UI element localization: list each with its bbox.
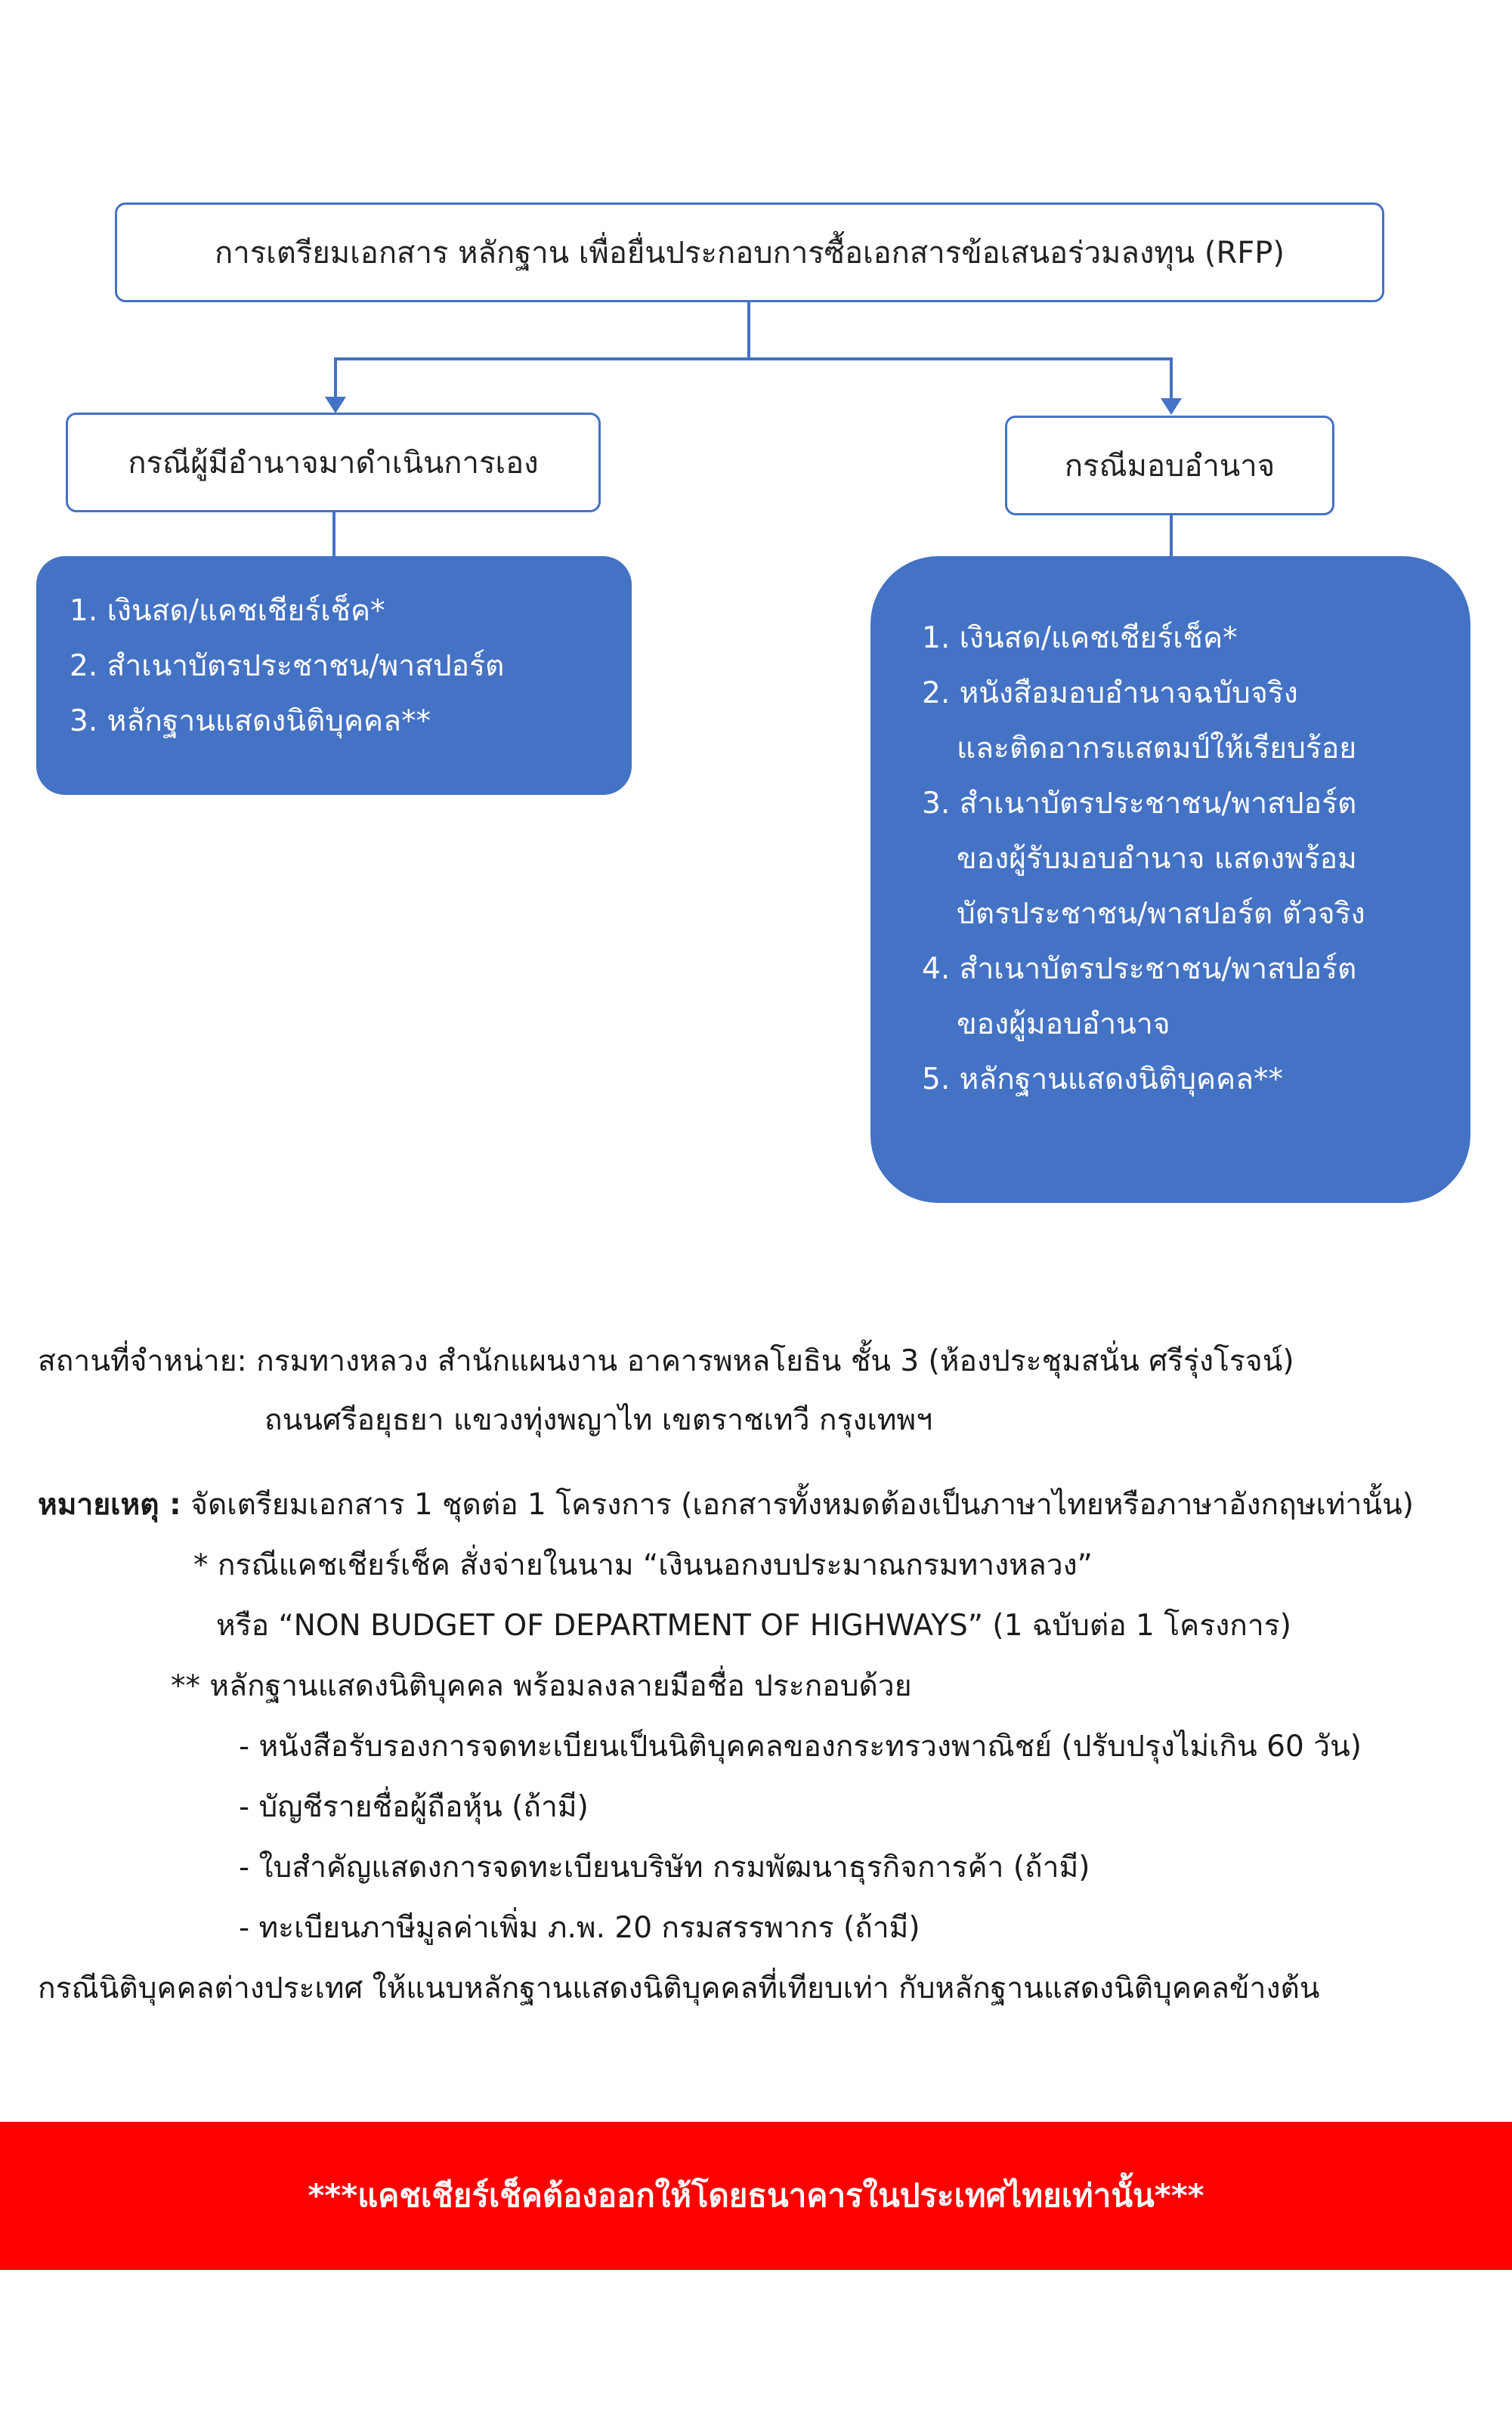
foreign-juristic-note: กรณีนิติบุคคลต่างประเทศ ให้แนบหลักฐานแสด… xyxy=(38,1971,1320,2005)
title-box: การเตรียมเอกสาร หลักฐาน เพื่อยื่นประกอบก… xyxy=(115,203,1384,302)
left-branch-connector xyxy=(332,512,335,556)
list-item: 2. สำเนาบัตรประชาชน/พาสปอร์ต xyxy=(70,649,505,683)
left-branch-box: กรณีผู้มีอำนาจมาดำเนินการเอง xyxy=(66,413,601,512)
right-requirements-list: 1. เงินสด/แคชเชียร์เช็ค* 2. หนังสือมอบอำ… xyxy=(922,611,1470,1107)
juristic-item: - ใบสำคัญแสดงการจดทะเบียนบริษัท กรมพัฒนา… xyxy=(239,1851,1090,1885)
list-item: 4. สำเนาบัตรประชาชน/พาสปอร์ต ของผู้มอบอำ… xyxy=(922,942,1470,1052)
juristic-item: - ทะเบียนภาษีมูลค่าเพิ่ม ภ.พ. 20 กรมสรรพ… xyxy=(239,1911,920,1945)
connector-stem xyxy=(747,302,750,360)
title-text: การเตรียมเอกสาร หลักฐาน เพื่อยื่นประกอบก… xyxy=(215,236,1285,271)
list-item: 5. หลักฐานแสดงนิติบุคคล** xyxy=(922,1052,1470,1107)
list-item-text: 4. สำเนาบัตรประชาชน/พาสปอร์ต xyxy=(922,952,1357,986)
list-item-text: 2. หนังสือมอบอำนาจฉบับจริง xyxy=(922,676,1298,710)
location-line-2: ถนนศรีอยุธยา แขวงทุ่งพญาไท เขตราชเทวี กร… xyxy=(264,1403,933,1437)
connector-left-drop xyxy=(334,357,337,401)
list-item: 1. เงินสด/แคชเชียร์เช็ค* xyxy=(922,611,1470,666)
list-item-continuation: ของผู้มอบอำนาจ xyxy=(957,1007,1170,1041)
cashier-note-2: หรือ “NON BUDGET OF DEPARTMENT OF HIGHWA… xyxy=(216,1609,1291,1643)
left-branch-label: กรณีผู้มีอำนาจมาดำเนินการเอง xyxy=(128,446,539,481)
juristic-item: - บัญชีรายชื่อผู้ถือหุ้น (ถ้ามี) xyxy=(239,1790,589,1824)
location-line-1: สถานที่จำหน่าย: กรมทางหลวง สำนักแผนงาน อ… xyxy=(38,1344,1294,1378)
notes-label: หมายเหตุ : xyxy=(38,1488,181,1522)
list-item-continuation: บัตรประชาชน/พาสปอร์ต ตัวจริง xyxy=(957,897,1365,931)
warning-banner: ***แคชเชียร์เช็คต้องออกให้โดยธนาคารในประ… xyxy=(0,2122,1512,2270)
right-branch-label: กรณีมอบอำนาจ xyxy=(1064,449,1275,484)
list-item: 1. เงินสด/แคชเชียร์เช็ค* xyxy=(70,594,385,628)
list-item-text: 3. สำเนาบัตรประชาชน/พาสปอร์ต xyxy=(922,787,1357,821)
right-arrow-icon xyxy=(1161,398,1182,415)
left-arrow-icon xyxy=(325,397,346,413)
right-branch-connector xyxy=(1170,515,1173,556)
list-item: 3. สำเนาบัตรประชาชน/พาสปอร์ต ของผู้รับมอ… xyxy=(922,776,1470,942)
list-item-text: 1. เงินสด/แคชเชียร์เช็ค* xyxy=(922,621,1238,655)
warning-banner-text: ***แคชเชียร์เช็คต้องออกให้โดยธนาคารในประ… xyxy=(308,2177,1204,2214)
notes-main: หมายเหตุ : จัดเตรียมเอกสาร 1 ชุดต่อ 1 โค… xyxy=(38,1481,1414,1528)
notes-main-text: จัดเตรียมเอกสาร 1 ชุดต่อ 1 โครงการ (เอกส… xyxy=(181,1488,1414,1522)
juristic-item: - หนังสือรับรองการจดทะเบียนเป็นนิติบุคคล… xyxy=(239,1730,1362,1764)
list-item-text: 5. หลักฐานแสดงนิติบุคคล** xyxy=(922,1062,1284,1096)
juristic-heading: ** หลักฐานแสดงนิติบุคคล พร้อมลงลายมือชื่… xyxy=(171,1669,912,1703)
cashier-note-1: * กรณีแคชเชียร์เช็ค สั่งจ่ายในนาม “เงินน… xyxy=(193,1548,1093,1582)
left-requirements-list: 1. เงินสด/แคชเชียร์เช็ค* 2. สำเนาบัตรประ… xyxy=(70,583,632,749)
list-item: 2. หนังสือมอบอำนาจฉบับจริง และติดอากรแสต… xyxy=(922,666,1470,776)
right-branch-box: กรณีมอบอำนาจ xyxy=(1005,416,1334,515)
list-item-continuation: ของผู้รับมอบอำนาจ แสดงพร้อม xyxy=(957,842,1357,876)
right-requirements-box: 1. เงินสด/แคชเชียร์เช็ค* 2. หนังสือมอบอำ… xyxy=(870,556,1470,1203)
left-requirements-box: 1. เงินสด/แคชเชียร์เช็ค* 2. สำเนาบัตรประ… xyxy=(36,556,632,795)
connector-right-drop xyxy=(1170,357,1173,403)
list-item: 3. หลักฐานแสดงนิติบุคคล** xyxy=(70,704,431,738)
connector-horizontal xyxy=(334,357,1173,360)
list-item-continuation: และติดอากรแสตมป์ให้เรียบร้อย xyxy=(957,731,1357,765)
